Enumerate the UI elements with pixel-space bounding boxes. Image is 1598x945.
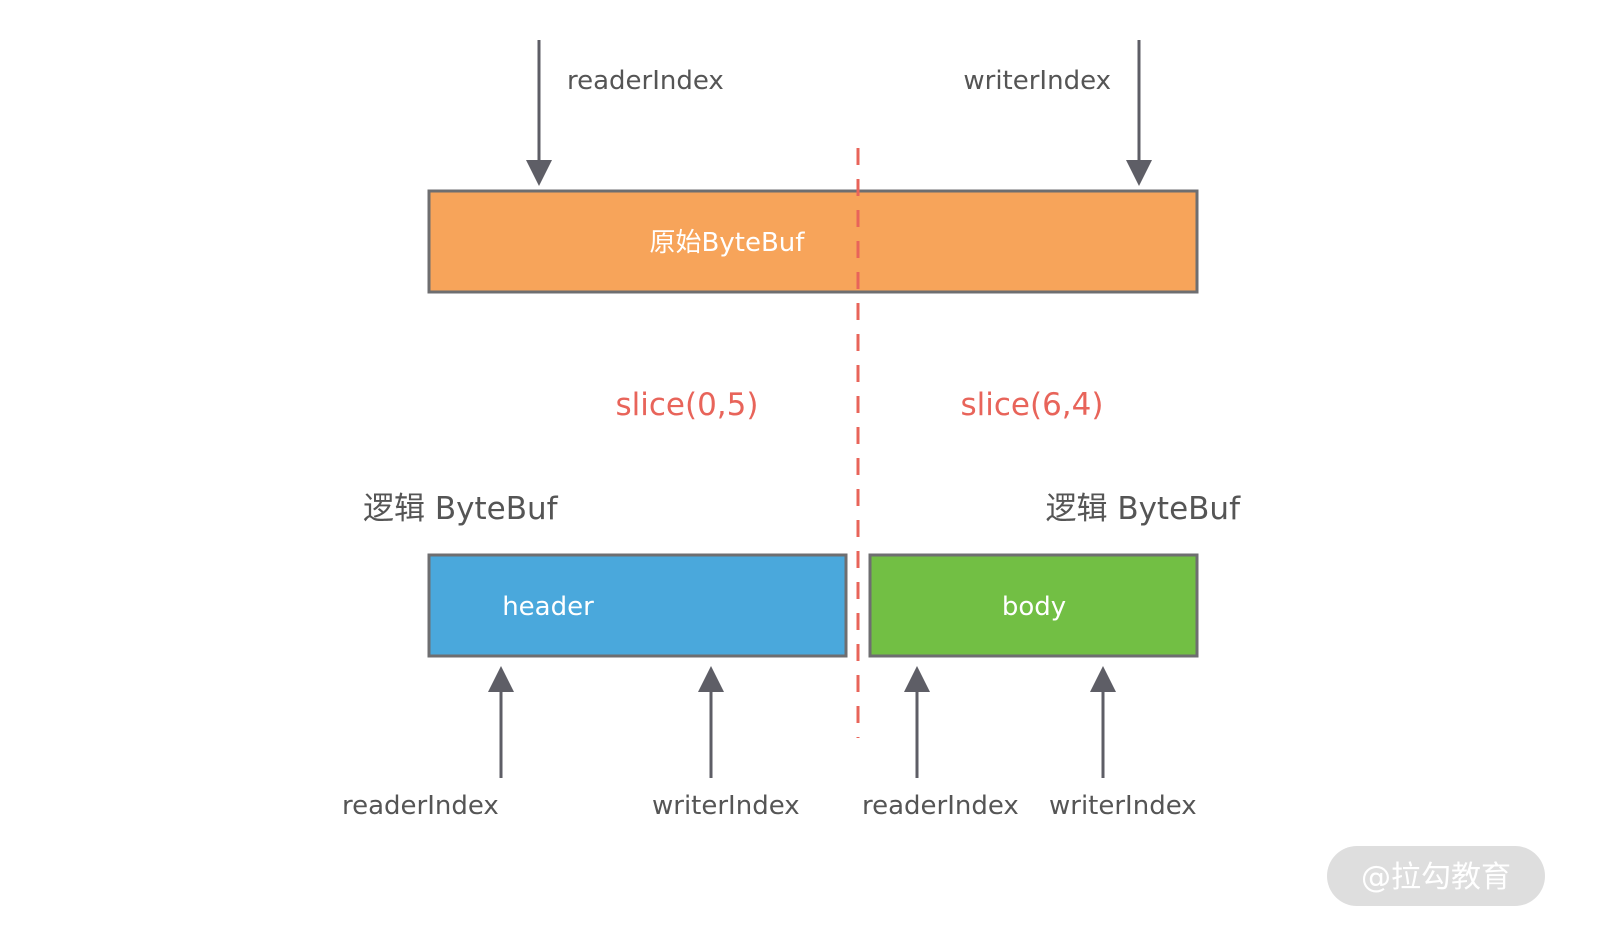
original-reader-index-pointer: readerIndex	[526, 40, 724, 186]
original-writer-index-label: writerIndex	[963, 66, 1111, 96]
header-writer-index-pointer: writerIndex	[652, 666, 800, 821]
logical-bytebuf-title-header: 逻辑 ByteBuf	[363, 491, 559, 527]
logical-bytebuf-title-body: 逻辑 ByteBuf	[1045, 491, 1241, 527]
body-bytebuf: body	[868, 553, 1199, 658]
slice-call-header: slice(0,5)	[616, 387, 759, 423]
watermark-text: @拉勾教育	[1361, 860, 1511, 895]
up-arrow-icon	[488, 666, 514, 692]
up-arrow-icon	[904, 666, 930, 692]
original-bytebuf-box	[427, 189, 1199, 294]
header-writer-index-label: writerIndex	[652, 791, 800, 821]
original-writer-index-pointer: writerIndex	[963, 40, 1152, 186]
watermark-pill	[1327, 846, 1545, 906]
body-reader-index-label: readerIndex	[862, 791, 1019, 821]
original-bytebuf: 原始ByteBuf	[427, 189, 1199, 294]
down-arrow-icon	[526, 160, 552, 186]
body-reader-index-pointer: readerIndex	[862, 666, 1019, 821]
slice-call-body: slice(6,4)	[961, 387, 1104, 423]
body-bytebuf-label: body	[1002, 592, 1066, 622]
body-bytebuf-box	[868, 553, 1199, 658]
header-reader-index-label: readerIndex	[342, 791, 499, 821]
header-reader-index-pointer: readerIndex	[342, 666, 514, 821]
original-reader-index-label: readerIndex	[567, 66, 724, 96]
header-bytebuf-label: header	[502, 592, 594, 622]
down-arrow-icon	[1126, 160, 1152, 186]
up-arrow-icon	[698, 666, 724, 692]
body-writer-index-label: writerIndex	[1049, 791, 1197, 821]
header-bytebuf: header	[427, 553, 848, 658]
original-bytebuf-label: 原始ByteBuf	[650, 228, 806, 258]
header-bytebuf-box	[427, 553, 848, 658]
watermark: @拉勾教育	[1327, 846, 1545, 906]
up-arrow-icon	[1090, 666, 1116, 692]
body-writer-index-pointer: writerIndex	[1049, 666, 1197, 821]
